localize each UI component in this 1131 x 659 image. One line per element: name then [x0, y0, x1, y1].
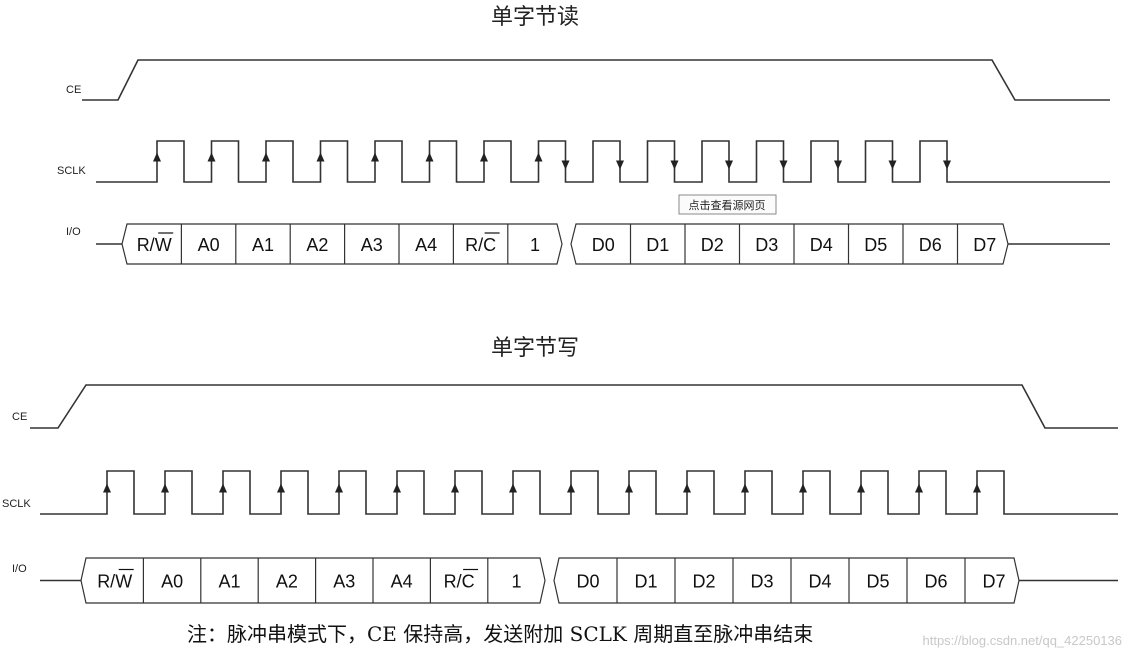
down-arrow-icon: [943, 160, 951, 170]
read-cmd-cell-a3: A3: [361, 235, 383, 255]
read-cmd-cell-1: 1: [530, 235, 540, 255]
read-data-cell-d5: D5: [864, 235, 887, 255]
read-data-cell-d2: D2: [701, 235, 724, 255]
up-arrow-icon: [161, 483, 169, 493]
read-data-cell-d7: D7: [973, 235, 996, 255]
up-arrow-icon: [371, 152, 379, 162]
read-io-bus: R/W A0 A1 A2 A3 A4 R/C 1 D0 D1 D2 D3 D4 D5 D6 D7: [96, 223, 1110, 265]
up-arrow-icon: [335, 483, 343, 493]
up-arrow-icon: [153, 152, 161, 162]
read-data-cell-d6: D6: [919, 235, 942, 255]
write-io-label: I/O: [12, 563, 27, 575]
read-cmd-cell-a4: A4: [415, 235, 437, 255]
down-arrow-icon: [888, 160, 897, 170]
write-ce-label: CE: [12, 411, 27, 423]
read-data-frame: [570, 223, 1009, 265]
write-cmd-cell-a2: A2: [276, 572, 298, 592]
write-cmd-cell-1: 1: [511, 572, 521, 592]
down-arrow-icon: [779, 160, 788, 170]
read-sclk-label: SCLK: [57, 165, 86, 177]
up-arrow-icon: [509, 483, 517, 493]
read-ce-label: CE: [66, 84, 81, 96]
write-data-cell-d6: D6: [924, 572, 947, 592]
write-cmd-cell-rc: R/C: [444, 572, 475, 592]
read-io-label: I/O: [66, 226, 81, 238]
write-cmd-cell-a0: A0: [161, 572, 183, 592]
up-arrow-icon: [915, 483, 923, 493]
down-arrow-icon: [616, 160, 624, 170]
read-data-cell-d1: D1: [646, 235, 669, 255]
read-command-frame: [121, 223, 563, 265]
down-arrow-icon: [670, 160, 679, 170]
tooltip: 点击查看源网页: [678, 194, 777, 215]
read-cmd-cell-rw: R/W: [137, 235, 172, 255]
up-arrow-icon: [625, 483, 633, 493]
up-arrow-icon: [534, 152, 543, 162]
up-arrow-icon: [451, 483, 459, 493]
up-arrow-icon: [277, 483, 285, 493]
down-arrow-icon: [561, 160, 570, 170]
write-command-frame: [80, 557, 546, 604]
note-text: 注：脉冲串模式下，CE 保持高，发送附加 SCLK 周期直至脉冲串结束: [187, 622, 813, 646]
write-title: 单字节写: [491, 336, 579, 361]
watermark: https://blog.csdn.net/qq_42250136: [923, 633, 1123, 648]
up-arrow-icon: [799, 483, 807, 493]
write-cmd-cell-a4: A4: [391, 572, 413, 592]
write-data-cell-d3: D3: [750, 572, 773, 592]
read-sclk-wave: [96, 140, 1110, 183]
write-data-cell-d0: D0: [576, 572, 599, 592]
up-arrow-icon: [425, 152, 434, 162]
up-arrow-icon: [393, 483, 401, 493]
read-cmd-cell-rc: R/C: [465, 235, 496, 255]
up-arrow-icon: [683, 483, 691, 493]
read-cmd-cell-a2: A2: [306, 235, 328, 255]
read-data-cell-d4: D4: [810, 235, 833, 255]
write-sclk-label: SCLK: [2, 498, 31, 510]
up-arrow-icon: [103, 483, 111, 493]
up-arrow-icon: [316, 152, 325, 162]
write-data-cell-d1: D1: [634, 572, 657, 592]
read-cmd-cell-a1: A1: [252, 235, 274, 255]
write-data-cell-d5: D5: [866, 572, 889, 592]
write-sclk-line: [40, 470, 1118, 515]
tooltip-text: 点击查看源网页: [689, 198, 766, 212]
up-arrow-icon: [262, 152, 270, 162]
write-data-cell-d7: D7: [982, 572, 1005, 592]
up-arrow-icon: [567, 483, 575, 493]
write-data-frame: [553, 557, 1020, 604]
write-ce-wave: [30, 384, 1118, 429]
read-cmd-cell-a0: A0: [198, 235, 220, 255]
up-arrow-icon: [219, 483, 227, 493]
read-title: 单字节读: [491, 5, 579, 30]
up-arrow-icon: [741, 483, 749, 493]
down-arrow-icon: [834, 160, 842, 170]
write-cmd-cell-a3: A3: [333, 572, 355, 592]
read-ce-wave: [82, 59, 1110, 101]
up-arrow-icon: [480, 152, 488, 162]
down-arrow-icon: [725, 160, 733, 170]
up-arrow-icon: [973, 483, 981, 493]
write-data-cell-d4: D4: [808, 572, 831, 592]
read-data-cell-d3: D3: [755, 235, 778, 255]
write-cmd-cell-a1: A1: [218, 572, 240, 592]
write-sclk-wave: [40, 470, 1118, 515]
read-data-cell-d0: D0: [592, 235, 615, 255]
up-arrow-icon: [857, 483, 865, 493]
up-arrow-icon: [207, 152, 216, 162]
write-data-cell-d2: D2: [692, 572, 715, 592]
read-sclk-line: [96, 140, 1110, 183]
write-io-bus: R/W A0 A1 A2 A3 A4 R/C 1 D0 D1 D2 D3 D4 D5 D6 D7: [40, 557, 1118, 604]
write-cmd-cell-rw: R/W: [97, 572, 132, 592]
